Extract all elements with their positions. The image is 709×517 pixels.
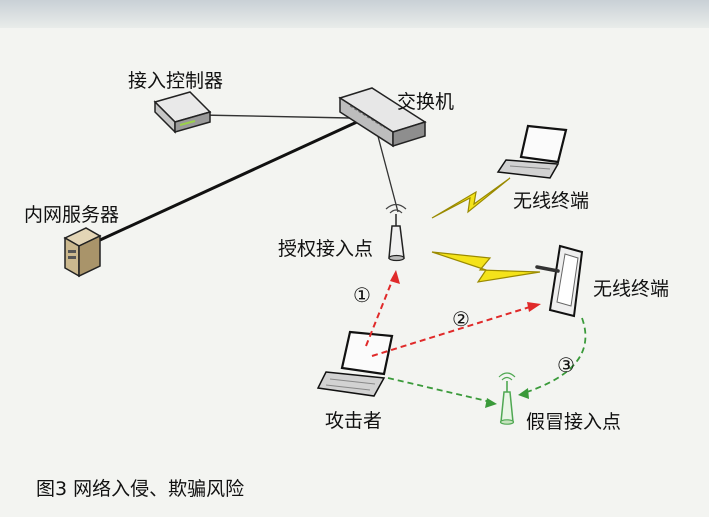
server-label: 内网服务器 bbox=[24, 204, 120, 226]
lightning-2 bbox=[431, 251, 541, 283]
switch-icon bbox=[338, 87, 427, 148]
wireless-label-2: 无线终端 bbox=[593, 278, 670, 300]
fake-arrow-terminal bbox=[518, 388, 529, 399]
wireless-laptop-icon bbox=[496, 124, 568, 179]
step-marker-2: ② bbox=[452, 307, 470, 331]
step-marker-3: ③ bbox=[557, 353, 575, 377]
fake-ap-label: 假冒接入点 bbox=[526, 411, 622, 433]
controller-label: 接入控制器 bbox=[128, 70, 224, 92]
switch-label: 交换机 bbox=[397, 91, 455, 113]
attack-arrow-1 bbox=[390, 270, 400, 284]
server-icon bbox=[63, 227, 102, 278]
fake-path-attacker bbox=[387, 377, 492, 403]
fake-arrow-attacker bbox=[485, 398, 497, 408]
link-controller-switch bbox=[199, 114, 351, 119]
lightning-1 bbox=[431, 177, 511, 219]
ap-label: 授权接入点 bbox=[278, 238, 374, 260]
wireless-label-1: 无线终端 bbox=[513, 190, 590, 212]
link-switch-ap bbox=[374, 124, 399, 213]
fake-ap-icon bbox=[498, 372, 516, 425]
fake-path-terminal bbox=[523, 317, 587, 394]
attack-path-2 bbox=[371, 305, 534, 357]
attacker-label: 攻击者 bbox=[325, 410, 383, 432]
attacker-laptop-icon bbox=[316, 330, 394, 397]
wireless-tablet-icon bbox=[535, 244, 584, 318]
attack-arrow-2 bbox=[527, 302, 541, 312]
link-server-switch bbox=[99, 114, 371, 242]
controller-icon bbox=[153, 91, 212, 134]
attack-path-1 bbox=[365, 275, 395, 347]
figure-caption: 图3 网络入侵、欺骗风险 bbox=[36, 478, 245, 500]
authorized-ap-icon bbox=[385, 203, 407, 262]
step-marker-1: ① bbox=[353, 283, 371, 307]
